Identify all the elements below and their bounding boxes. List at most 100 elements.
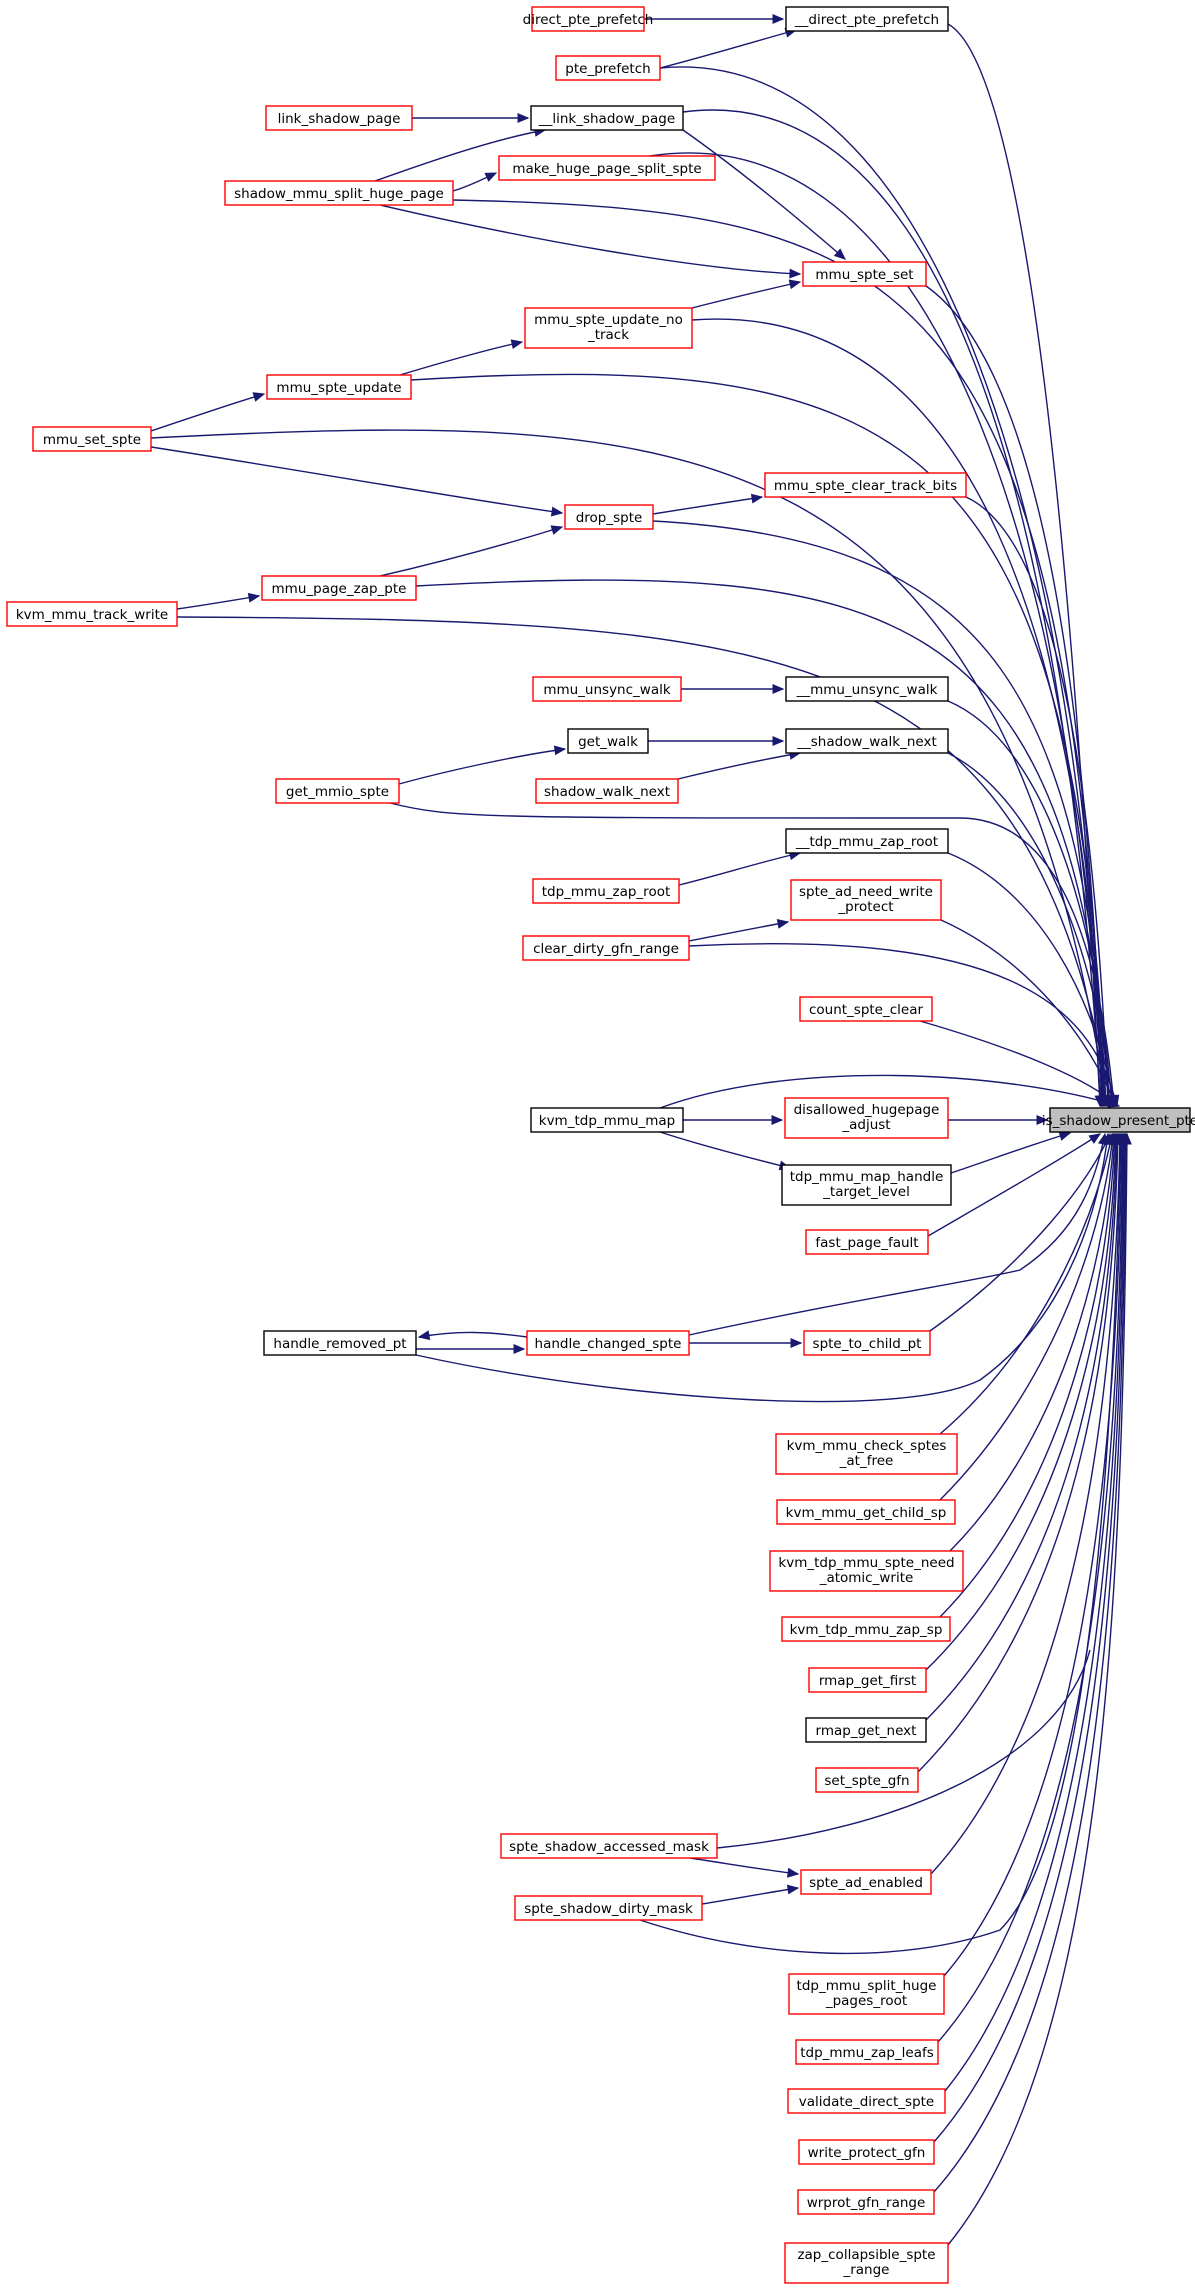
node-make-huge-page-split-spte[interactable]: make_huge_page_split_spte (498, 155, 716, 181)
node-label: _pages_root (825, 1993, 907, 2009)
node-mmu-spte-update[interactable]: mmu_spte_update (266, 374, 412, 400)
edge-shadow_mmu_split_huge_page-to-make_huge_page_split_spte (452, 172, 498, 192)
node-shadow-mmu-split-huge-page[interactable]: shadow_mmu_split_huge_page (224, 180, 454, 206)
node-get-mmio-spte[interactable]: get_mmio_spte (275, 778, 400, 804)
node-box (500, 1833, 718, 1859)
node-disallowed-hugepage-adjust[interactable]: disallowed_hugepage_adjust (784, 1097, 949, 1139)
edge-direct_pte_prefetch-to-__direct_pte_prefetch (644, 14, 785, 24)
edge-line (939, 1133, 1114, 1501)
arrowhead (772, 14, 785, 24)
arrowhead (417, 1330, 431, 1341)
node-shadow-walk-next[interactable]: __shadow_walk_next (785, 728, 949, 754)
node-tdp-mmu-zap-root[interactable]: tdp_mmu_zap_root (532, 878, 680, 904)
node-kvm-tdp-mmu-map[interactable]: kvm_tdp_mmu_map (530, 1107, 684, 1133)
node-mmu-unsync-walk[interactable]: __mmu_unsync_walk (785, 676, 949, 702)
node-drop-spte[interactable]: drop_spte (564, 504, 654, 530)
node-box (531, 6, 645, 32)
edge-count_spte_clear-to-is_shadow_present_pte (919, 1020, 1119, 1107)
node-mmu-spte-clear-track-bits[interactable]: mmu_spte_clear_track_bits (764, 472, 967, 498)
node-tdp-mmu-zap-leafs[interactable]: tdp_mmu_zap_leafs (795, 2039, 939, 2065)
node-box (1049, 1107, 1191, 1133)
node-clear-dirty-gfn-range[interactable]: clear_dirty_gfn_range (522, 935, 690, 961)
node-count-spte-clear[interactable]: count_spte_clear (799, 996, 933, 1022)
node-label: wrprot_gfn_range (807, 2195, 926, 2211)
edge-mmu_spte_update_no_track-to-is_shadow_present_pte (691, 318, 1110, 1108)
edge-spte_ad_enabled-to-is_shadow_present_pte (930, 1132, 1125, 1875)
node-mmu-page-zap-pte[interactable]: mmu_page_zap_pte (261, 575, 417, 601)
node-rmap-get-first[interactable]: rmap_get_first (808, 1667, 927, 1693)
node-mmu-spte-set[interactable]: mmu_spte_set (802, 261, 927, 287)
node-handle-changed-spte[interactable]: handle_changed_spte (526, 1330, 690, 1356)
edge-spte_shadow_accessed_mask-to-spte_ad_enabled (689, 1857, 800, 1878)
node-label: kvm_tdp_mmu_zap_sp (790, 1622, 943, 1638)
node-direct-pte-prefetch[interactable]: direct_pte_prefetch (523, 6, 654, 32)
node-validate-direct-spte[interactable]: validate_direct_spte (787, 2088, 946, 2114)
edge-spte_shadow_dirty_mask-to-spte_ad_enabled (701, 1884, 800, 1905)
node-tdp-mmu-split-huge-pages-root[interactable]: tdp_mmu_split_huge_pages_root (788, 1973, 945, 2015)
node-shadow-walk-next[interactable]: shadow_walk_next (535, 778, 679, 804)
arrowhead (787, 1867, 800, 1878)
node-label: mmu_spte_update (276, 380, 401, 396)
node-box (564, 504, 654, 530)
node-mmu-spte-update-no-track[interactable]: mmu_spte_update_no_track (524, 307, 693, 349)
node-rmap-get-next[interactable]: rmap_get_next (805, 1717, 927, 1743)
node-box (803, 1330, 931, 1356)
node-kvm-mmu-check-sptes-at-free[interactable]: kvm_mmu_check_sptes_at_free (775, 1433, 958, 1475)
edge-tdp_mmu_zap_root-to-__tdp_mmu_zap_root (678, 850, 802, 886)
node-direct-pte-prefetch[interactable]: __direct_pte_prefetch (785, 6, 949, 32)
node-get-walk[interactable]: get_walk (567, 728, 649, 754)
node-kvm-mmu-get-child-sp[interactable]: kvm_mmu_get_child_sp (776, 1499, 956, 1525)
node-layer: is_shadow_present_ptedirect_pte_prefetch… (6, 6, 1195, 2284)
node-handle-removed-pt[interactable]: handle_removed_pt (263, 1330, 417, 1356)
node-pte-prefetch[interactable]: pte_prefetch (555, 55, 661, 81)
node-box (805, 1229, 929, 1255)
node-tdp-mmu-map-handle-target-level[interactable]: tdp_mmu_map_handle_target_level (781, 1164, 952, 1206)
edge-spte_to_child_pt-to-is_shadow_present_pte (929, 1132, 1111, 1332)
arrowhead (776, 919, 790, 929)
node-spte-ad-enabled[interactable]: spte_ad_enabled (800, 1869, 932, 1895)
node-link-shadow-page[interactable]: __link_shadow_page (530, 105, 684, 131)
node-mmu-unsync-walk[interactable]: mmu_unsync_walk (532, 676, 682, 702)
node-fast-page-fault[interactable]: fast_page_fault (805, 1229, 929, 1255)
node-label: tdp_mmu_split_huge (797, 1978, 937, 1994)
node-spte-shadow-dirty-mask[interactable]: spte_shadow_dirty_mask (514, 1895, 703, 1921)
edge-fast_page_fault-to-is_shadow_present_pte (927, 1133, 1102, 1237)
edge-line (649, 152, 1103, 1107)
node-spte-to-child-pt[interactable]: spte_to_child_pt (803, 1330, 931, 1356)
arrowhead (510, 339, 524, 350)
node-box (32, 426, 152, 452)
node-label: write_protect_gfn (808, 2145, 926, 2161)
node-label: mmu_spte_clear_track_bits (774, 478, 957, 494)
node-write-protect-gfn[interactable]: write_protect_gfn (798, 2139, 935, 2165)
arrowhead (1121, 1132, 1132, 1145)
edge-get_walk-to-__shadow_walk_next (648, 736, 785, 746)
node-kvm-tdp-mmu-zap-sp[interactable]: kvm_tdp_mmu_zap_sp (781, 1616, 951, 1642)
edge-kvm_tdp_mmu_map-to-is_shadow_present_pte (659, 1074, 1121, 1109)
edge-line (930, 1133, 1121, 1875)
node-kvm-mmu-track-write[interactable]: kvm_mmu_track_write (6, 601, 178, 627)
node-wrprot-gfn-range[interactable]: wrprot_gfn_range (797, 2189, 935, 2215)
node-box (555, 55, 661, 81)
node-mmu-set-spte[interactable]: mmu_set_spte (32, 426, 152, 452)
node-set-spte-gfn[interactable]: set_spte_gfn (815, 1767, 919, 1793)
node-label: mmu_unsync_walk (543, 682, 671, 698)
node-link-shadow-page[interactable]: link_shadow_page (265, 105, 413, 131)
edge-mmu_spte_clear_track_bits-to-is_shadow_present_pte (965, 496, 1113, 1108)
edge-line (965, 496, 1109, 1107)
arrowhead (789, 268, 802, 279)
node-zap-collapsible-spte-range[interactable]: zap_collapsible_spte_range (784, 2242, 949, 2284)
node-box (788, 1973, 945, 2015)
node-label: get_walk (578, 734, 638, 750)
node-spte-shadow-accessed-mask[interactable]: spte_shadow_accessed_mask (500, 1833, 718, 1859)
node-kvm-tdp-mmu-spte-need-atomic-write[interactable]: kvm_tdp_mmu_spte_need_atomic_write (769, 1550, 964, 1592)
edge-line (925, 1133, 1118, 1721)
edge-line (947, 852, 1116, 1107)
edge-line (691, 281, 801, 309)
node-tdp-mmu-zap-root[interactable]: __tdp_mmu_zap_root (785, 828, 949, 854)
node-box (6, 601, 178, 627)
node-label: _target_level (822, 1184, 910, 1200)
node-spte-ad-need-write-protect[interactable]: spte_ad_need_write_protect (790, 879, 942, 921)
arrowhead (790, 1338, 803, 1348)
edge-tdp_mmu_map_handle_target_level-to-is_shadow_present_pte (950, 1131, 1072, 1174)
node-label: _at_free (839, 1453, 894, 1469)
